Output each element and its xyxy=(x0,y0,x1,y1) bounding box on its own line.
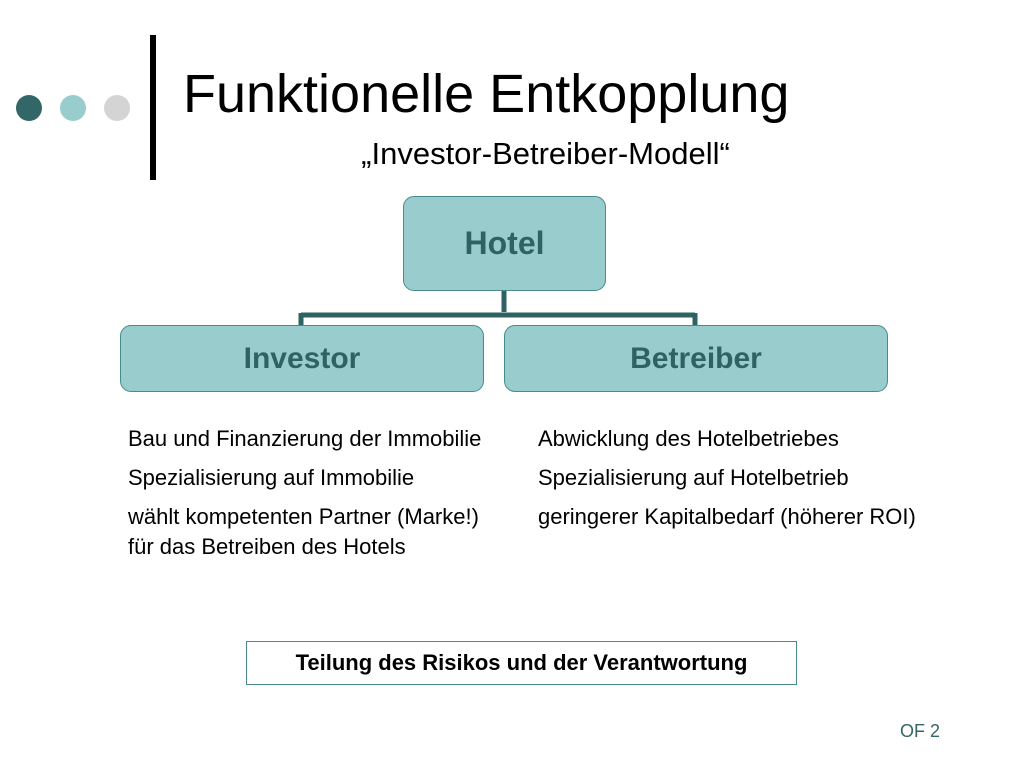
investor-node: Investor xyxy=(120,325,484,392)
summary-box: Teilung des Risikos und der Verantwortun… xyxy=(246,641,797,685)
decorative-dot-light xyxy=(60,95,86,121)
investor-point: wählt kompetenten Partner (Marke!) für d… xyxy=(128,504,479,559)
slide-footer: OF 2 xyxy=(900,721,941,741)
investor-point: Spezialisierung auf Immobilie xyxy=(128,465,415,490)
decorative-dot-grey xyxy=(104,95,130,121)
betreiber-point: Abwicklung des Hotelbetriebes xyxy=(538,426,839,451)
betreiber-point: geringerer Kapitalbedarf (höherer ROI) xyxy=(538,504,916,529)
decorative-dot-dark xyxy=(16,95,42,121)
betreiber-node: Betreiber xyxy=(504,325,888,392)
slide-title: Funktionelle Entkopplung xyxy=(183,64,790,124)
title-divider xyxy=(150,35,156,180)
investor-point: Bau und Finanzierung der Immobilie xyxy=(128,426,482,451)
betreiber-points: Abwicklung des Hotelbetriebes Spezialisi… xyxy=(538,424,938,541)
betreiber-point: Spezialisierung auf Hotelbetrieb xyxy=(538,465,849,490)
investor-points: Bau und Finanzierung der Immobilie Spezi… xyxy=(128,424,498,571)
hotel-node: Hotel xyxy=(403,196,606,291)
slide-subtitle: „Investor-Betreiber-Modell“ xyxy=(361,136,730,171)
